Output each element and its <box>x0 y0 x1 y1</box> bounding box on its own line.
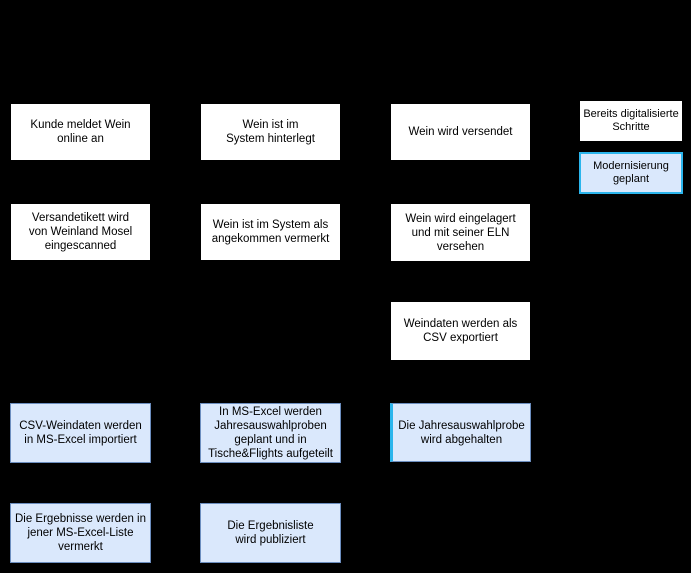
step-ergebnisse-vermerkt: Die Ergebnisse werden in jener MS-Excel-… <box>10 503 151 563</box>
legend-modernization-planned: Modernisierung geplant <box>579 152 683 194</box>
step-wein-angekommen-vermerkt: Wein ist im System als angekommen vermer… <box>200 203 341 261</box>
step-ergebnisliste-publiziert: Die Ergebnisliste wird publiziert <box>200 503 341 563</box>
step-wein-im-system-hinterlegt: Wein ist im System hinterlegt <box>200 103 341 161</box>
step-wein-versendet: Wein wird versendet <box>390 103 531 161</box>
legend-digitized-steps: Bereits digitalisierte Schritte <box>579 100 683 142</box>
step-jahresauswahlproben-geplant: In MS-Excel werden Jahresauswahlproben g… <box>200 403 341 463</box>
arrowhead-icon <box>381 417 389 435</box>
step-versandetikett-eingescanned: Versandetikett wird von Weinland Mosel e… <box>10 203 151 261</box>
step-weindaten-csv-exportiert: Weindaten werden als CSV exportiert <box>390 301 531 361</box>
step-wein-eingelagert-eln: Wein wird eingelagert und mit seiner ELN… <box>390 203 531 262</box>
step-csv-weindaten-importiert: CSV-Weindaten werden in MS-Excel importi… <box>10 403 151 463</box>
step-jahresauswahlprobe-abgehalten: Die Jahresauswahlprobe wird abgehalten <box>390 403 531 462</box>
step-kunde-meldet-wein: Kunde meldet Wein online an <box>10 103 151 161</box>
